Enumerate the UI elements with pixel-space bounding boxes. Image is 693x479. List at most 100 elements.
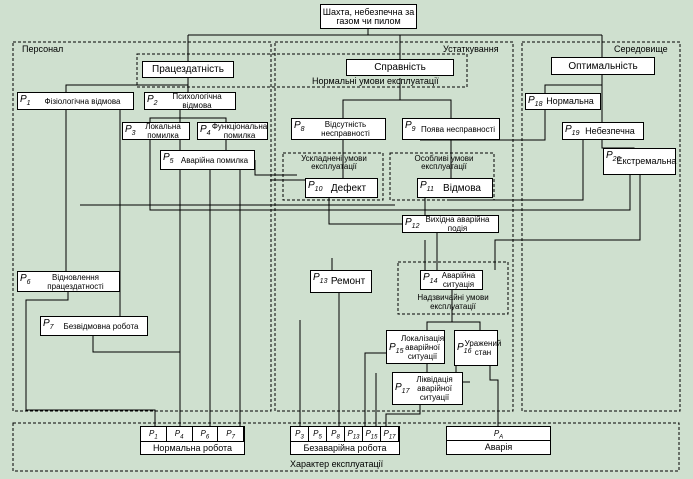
outcome-cell: P8 bbox=[327, 427, 345, 441]
state-p17: P17 Ліквідація аварійної ситуації bbox=[392, 372, 463, 405]
p17-label: Ліквідація аварійної ситуації bbox=[416, 375, 453, 402]
state-p7: P7 Безвідмовна робота bbox=[40, 316, 148, 336]
p8-id: P8 bbox=[294, 120, 305, 134]
operation-character-label: Характер експлуатації bbox=[290, 459, 384, 469]
p8-label: Відсутність несправності bbox=[321, 120, 370, 138]
p7-label: Безвідмовна робота bbox=[63, 321, 139, 331]
normal-conditions-frame bbox=[136, 53, 468, 88]
operation-character-frame bbox=[12, 422, 680, 472]
outcome-cell: P15 bbox=[363, 427, 381, 441]
outcome-cell: P3 bbox=[291, 427, 309, 441]
state-p8: P8 Відсутність несправності bbox=[291, 118, 386, 140]
p12-id: P12 bbox=[405, 217, 420, 231]
outcome-cell: P5 bbox=[309, 427, 327, 441]
emergency-conditions-label: Надзвичайні умови експлуатації bbox=[417, 293, 489, 311]
failure-free-work-label: Безаварійна робота bbox=[303, 443, 387, 453]
environment-label: Середовище bbox=[614, 44, 668, 54]
outcome-cell: P4 bbox=[167, 427, 193, 441]
outcome-cell: P1 bbox=[141, 427, 167, 441]
environment-frame bbox=[521, 41, 681, 412]
capacity-box: Працездатність bbox=[142, 61, 234, 78]
personnel-frame bbox=[12, 41, 272, 412]
p14-id: P14 bbox=[423, 272, 438, 286]
state-p10: P10 Дефект bbox=[305, 178, 378, 198]
p6-label: Відновлення працездатності bbox=[47, 272, 104, 291]
p7-id: P7 bbox=[43, 318, 54, 332]
state-p5: P5 Аварійна помилка bbox=[160, 150, 255, 170]
p16-id: P16 bbox=[457, 342, 472, 356]
p12-label: Вихідна аварійна подія bbox=[425, 215, 490, 233]
p17-id: P17 bbox=[395, 382, 410, 396]
p15-label: Локалізація аварійної ситуації bbox=[400, 333, 445, 361]
serviceability-box: Справність bbox=[346, 59, 454, 76]
p9-id: P9 bbox=[405, 120, 416, 134]
p20-label: Екстремальна bbox=[616, 156, 677, 166]
optimality-label: Оптимальність bbox=[568, 60, 638, 72]
p14-label: Аварійна ситуація bbox=[441, 271, 476, 289]
shaft-label: Шахта, небезпечна за газом чи пилом bbox=[322, 6, 415, 26]
p1-label: Фізіологічна відмова bbox=[44, 96, 121, 106]
p16-label: Уражений стан bbox=[464, 339, 502, 357]
special-frame bbox=[389, 152, 495, 201]
equipment-label: Устаткування bbox=[443, 44, 499, 54]
p2-id: P2 bbox=[147, 94, 158, 108]
accident-label: Аварія bbox=[484, 442, 513, 452]
special-label: Особливі умови експлуатації bbox=[414, 154, 474, 171]
p11-id: P11 bbox=[420, 180, 434, 194]
p10-label: Дефект bbox=[330, 182, 367, 194]
personnel-label: Персонал bbox=[22, 44, 64, 54]
p3-label: Локальна помилка bbox=[145, 122, 181, 140]
p19-label: Небезпечна bbox=[585, 125, 635, 136]
p6-id: P6 bbox=[20, 273, 31, 287]
outcome-cell: P7 bbox=[218, 427, 244, 441]
p5-label: Аварійна помилка bbox=[180, 155, 249, 165]
p11-label: Відмова bbox=[443, 182, 481, 194]
state-p2: P2 Психологічна відмова bbox=[144, 92, 236, 110]
state-p19: P19 Небезпечна bbox=[562, 122, 644, 140]
p4-label: Функціональна помилка bbox=[211, 122, 268, 140]
accident-id: PA bbox=[447, 427, 550, 441]
shaft-box: Шахта, небезпечна за газом чи пилом bbox=[320, 4, 417, 29]
state-p11: P11 Відмова bbox=[417, 178, 493, 198]
p20-id: P20 bbox=[606, 150, 621, 164]
p18-id: P18 bbox=[528, 95, 543, 109]
p15-id: P15 bbox=[389, 342, 404, 356]
state-p9: P9 Поява несправності bbox=[402, 118, 500, 140]
p13-id: P13 bbox=[313, 272, 328, 286]
state-p12: P12 Вихідна аварійна подія bbox=[402, 215, 499, 233]
state-p1: P1 Фізіологічна відмова bbox=[17, 92, 134, 110]
p18-label: Нормальна bbox=[546, 96, 594, 106]
p13-label: Ремонт bbox=[330, 276, 366, 287]
p1-id: P1 bbox=[20, 94, 31, 108]
p2-label: Психологічна відмова bbox=[172, 92, 222, 110]
p19-id: P19 bbox=[565, 124, 580, 138]
equipment-frame bbox=[274, 41, 514, 412]
complicated-frame bbox=[282, 152, 384, 201]
p4-id: P4 bbox=[200, 124, 211, 138]
normal-work-label: Нормальна робота bbox=[152, 443, 233, 453]
accident-box: PA Аварія bbox=[446, 426, 551, 455]
outcome-cell: P13 bbox=[345, 427, 363, 441]
outcome-cell: P17 bbox=[381, 427, 399, 441]
optimality-box: Оптимальність bbox=[551, 57, 655, 75]
p9-label: Поява несправності bbox=[420, 124, 496, 134]
p5-id: P5 bbox=[163, 152, 174, 166]
p10-id: P10 bbox=[308, 180, 323, 194]
emergency-conditions-frame bbox=[397, 261, 509, 315]
state-p6: P6 Відновлення працездатності bbox=[17, 271, 120, 292]
serviceability-label: Справність bbox=[374, 62, 426, 73]
